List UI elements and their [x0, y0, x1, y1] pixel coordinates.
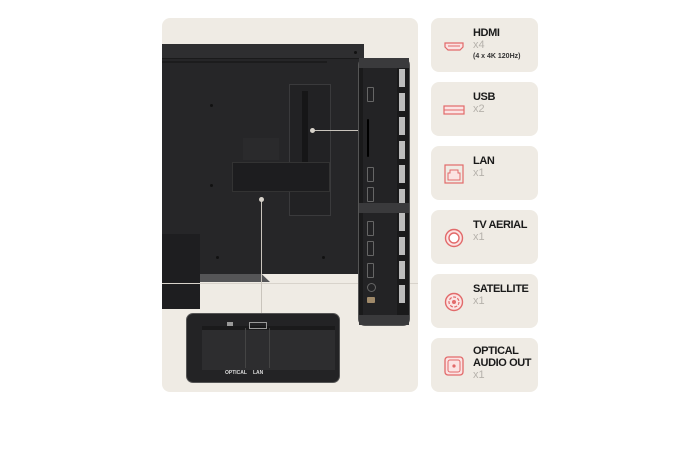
- connection-count: x1: [473, 369, 485, 381]
- lan-port-label: LAN: [253, 370, 264, 376]
- optical-port-label: OPTICAL: [225, 370, 247, 376]
- callout-line-side: [312, 130, 359, 131]
- hdmi-port: [367, 167, 374, 182]
- hdmi-port: [367, 87, 374, 102]
- callout-dot-side: [310, 128, 315, 133]
- connection-name: LAN: [473, 155, 495, 167]
- connection-count: x1: [473, 231, 485, 243]
- screw: [210, 184, 213, 187]
- vent-line: [162, 61, 327, 63]
- satellite-port: [367, 297, 375, 303]
- screw: [210, 104, 213, 107]
- connection-card-hdmi: HDMI x4 (4 x 4K 120Hz): [431, 18, 538, 72]
- bracket: [359, 58, 409, 68]
- hdmi-port: [367, 241, 374, 256]
- stand-base: [200, 274, 270, 282]
- screw: [322, 256, 325, 259]
- callout-dot-bottom: [259, 197, 264, 202]
- hdmi-port: [367, 187, 374, 202]
- aerial-port: [367, 283, 376, 292]
- connection-note: (4 x 4K 120Hz): [473, 53, 521, 60]
- screw: [354, 51, 357, 54]
- usb-port: [367, 263, 374, 278]
- tv-top-rim: [162, 44, 364, 59]
- bottom-ports-zoom: OPTICAL LAN: [186, 313, 340, 383]
- connection-card-tv-aerial: TV AERIAL x1: [431, 210, 538, 264]
- lower-port-block: [232, 138, 330, 192]
- hdmi-port: [367, 221, 374, 236]
- bracket: [359, 203, 409, 213]
- lan-port: [249, 322, 267, 329]
- floor-line: [162, 283, 418, 284]
- bracket: [359, 315, 409, 325]
- connection-name: TV AERIAL: [473, 219, 528, 231]
- connection-count: x2: [473, 103, 485, 115]
- connection-name-line1: OPTICAL: [473, 345, 519, 357]
- optical-audio-icon: [444, 356, 464, 376]
- usb-slot: [367, 119, 369, 157]
- connection-name: HDMI: [473, 27, 500, 39]
- side-ports-zoom: [358, 58, 410, 326]
- connection-name-line2: AUDIO OUT: [473, 357, 532, 369]
- connection-name: USB: [473, 91, 496, 103]
- satellite-icon: [444, 292, 464, 312]
- connection-card-lan: LAN x1: [431, 146, 538, 200]
- connection-count: x4: [473, 39, 485, 51]
- connection-count: x1: [473, 167, 485, 179]
- stand-neck: [162, 234, 200, 309]
- connection-count: x1: [473, 295, 485, 307]
- screw: [216, 256, 219, 259]
- connection-card-satellite: SATELLITE x1: [431, 274, 538, 328]
- tv-rear-photo: OPTICAL LAN: [162, 18, 418, 392]
- tv-aerial-icon: [444, 228, 464, 248]
- optical-port: [227, 322, 233, 326]
- rear-port-bay: [289, 84, 331, 216]
- connection-card-optical-audio-out: OPTICAL AUDIO OUT x1: [431, 338, 538, 392]
- connection-card-usb: USB x2: [431, 82, 538, 136]
- tv-back-panel: [162, 44, 364, 309]
- connection-name: SATELLITE: [473, 283, 529, 295]
- callout-line-bottom: [261, 199, 262, 313]
- usb-port-icon: [443, 105, 465, 115]
- hdmi-port-icon: [444, 42, 464, 51]
- lan-port-icon: [444, 164, 464, 184]
